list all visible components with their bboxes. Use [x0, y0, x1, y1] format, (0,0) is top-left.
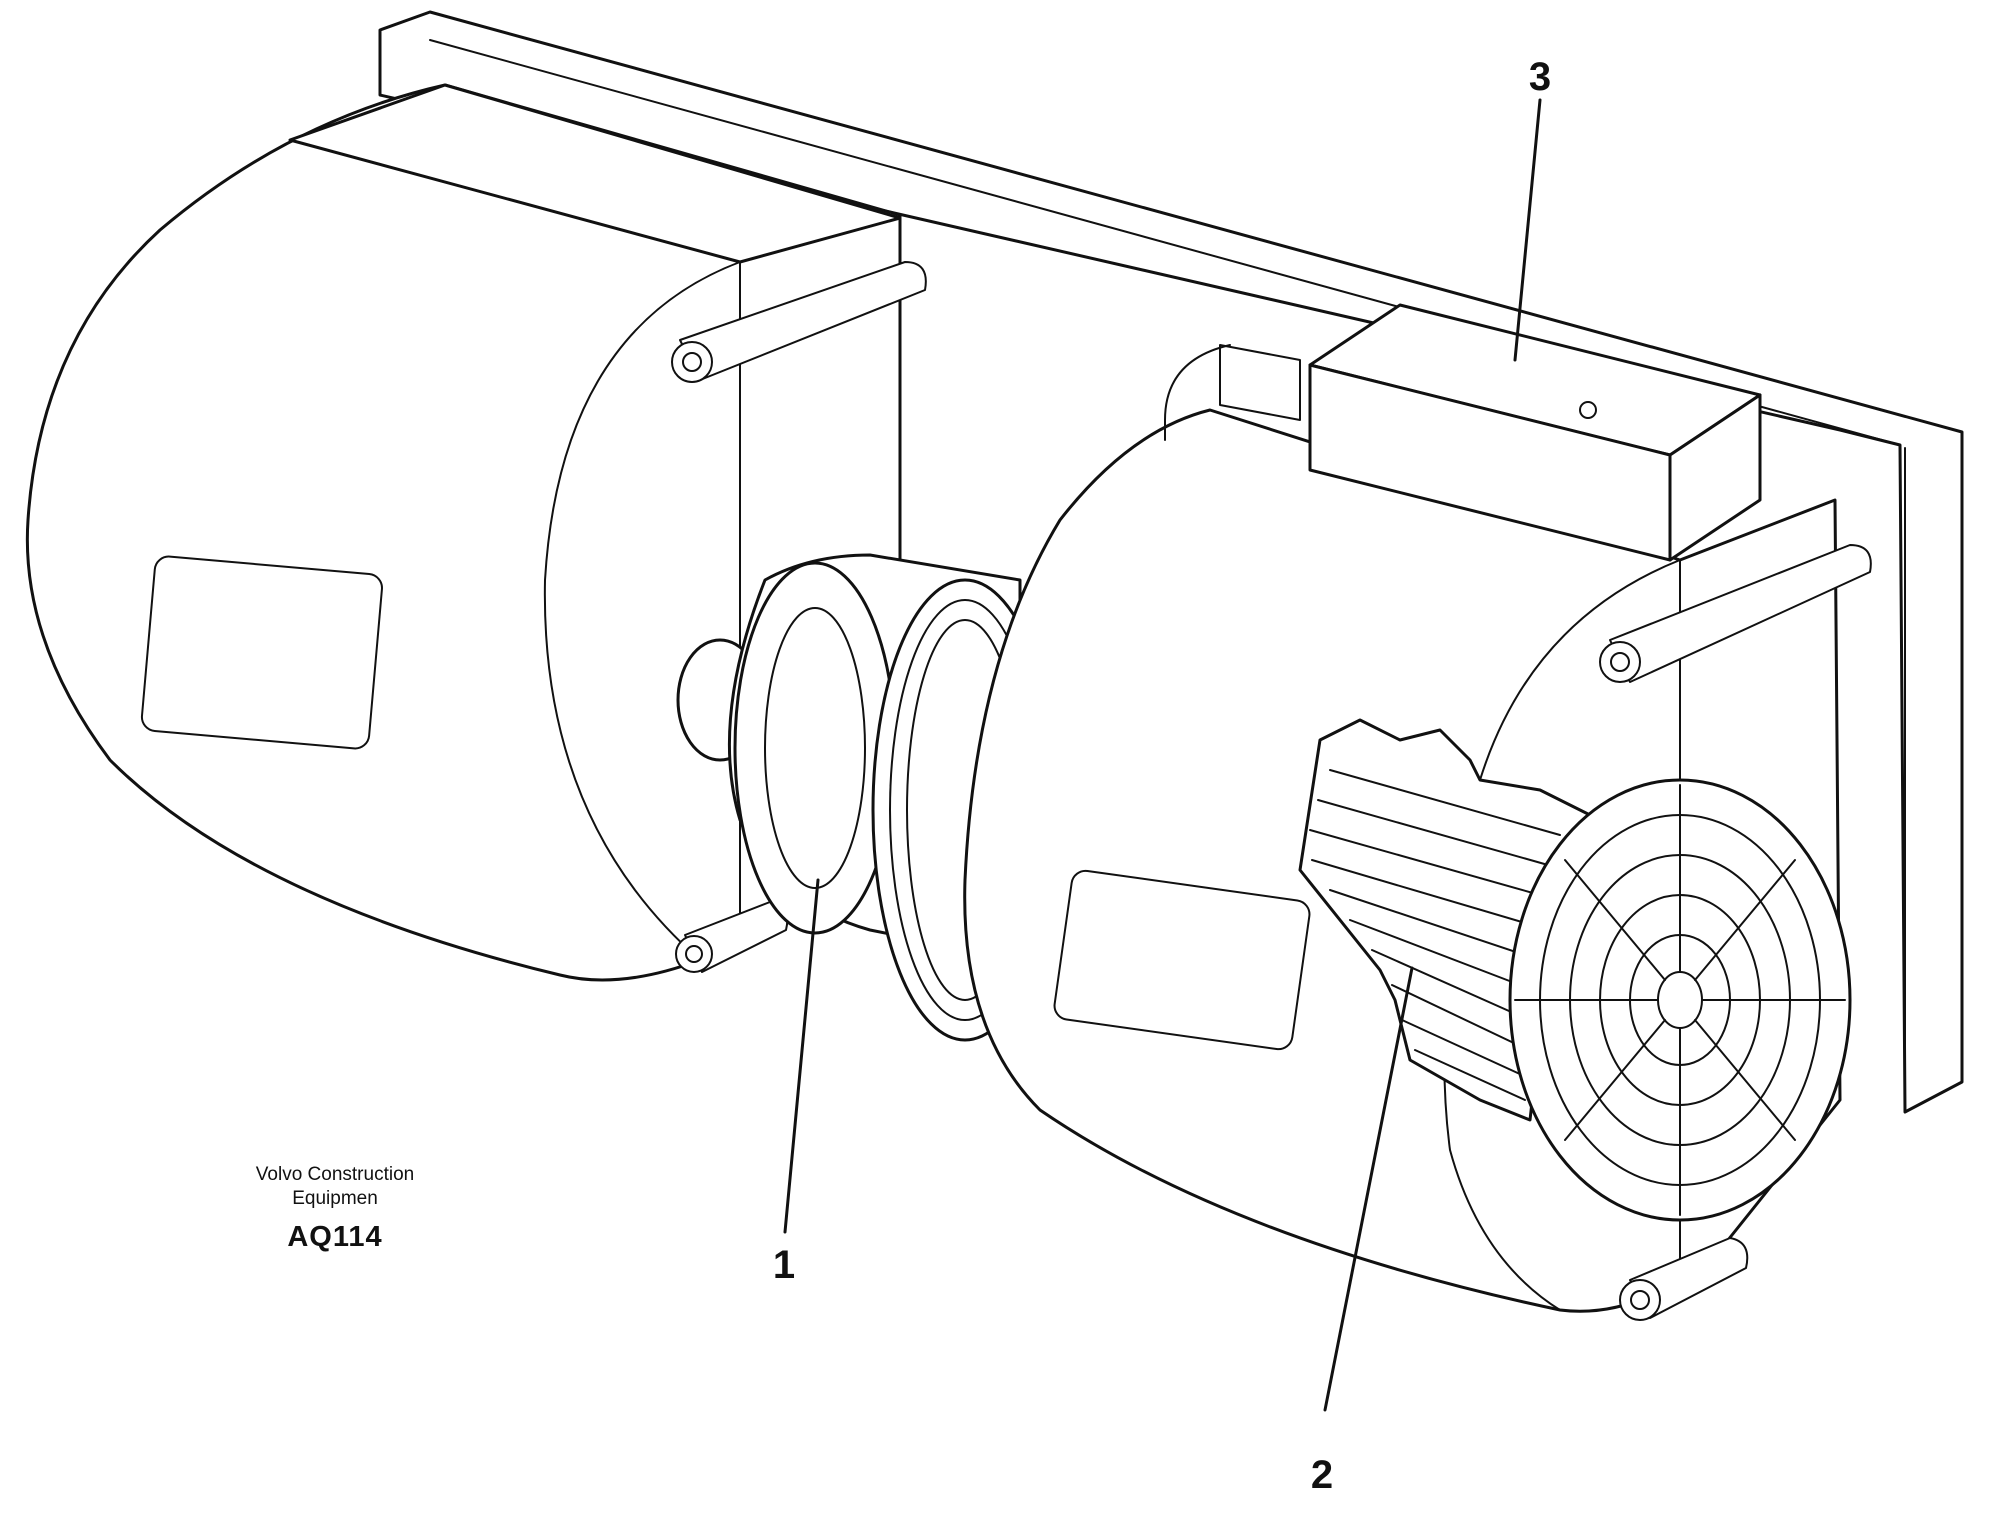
right-tie-rod-top: [1599, 544, 1872, 683]
left-blower-housing: [25, 83, 902, 982]
left-tie-rod-top: [671, 261, 927, 383]
left-label-plate: [140, 555, 383, 750]
manufacturer-caption-line2: Equipmen: [292, 1188, 378, 1209]
callout-2: 2: [1311, 1453, 1333, 1497]
right-tie-rod-bottom: [1619, 1237, 1749, 1321]
leader-line-3: [1513, 98, 1542, 362]
control-box: [1164, 303, 1762, 562]
manufacturer-caption-line1: Volvo Construction: [255, 1164, 415, 1185]
callout-1: 1: [773, 1243, 795, 1287]
leader-line-2: [1323, 966, 1414, 1412]
leader-line-1: [783, 878, 820, 1234]
impeller-blades: [1309, 769, 1561, 1101]
callout-3: 3: [1529, 55, 1551, 99]
intake-grille: [1508, 778, 1852, 1222]
drawing-code: AQ114: [287, 1221, 383, 1253]
right-label-plate: [1053, 869, 1311, 1051]
